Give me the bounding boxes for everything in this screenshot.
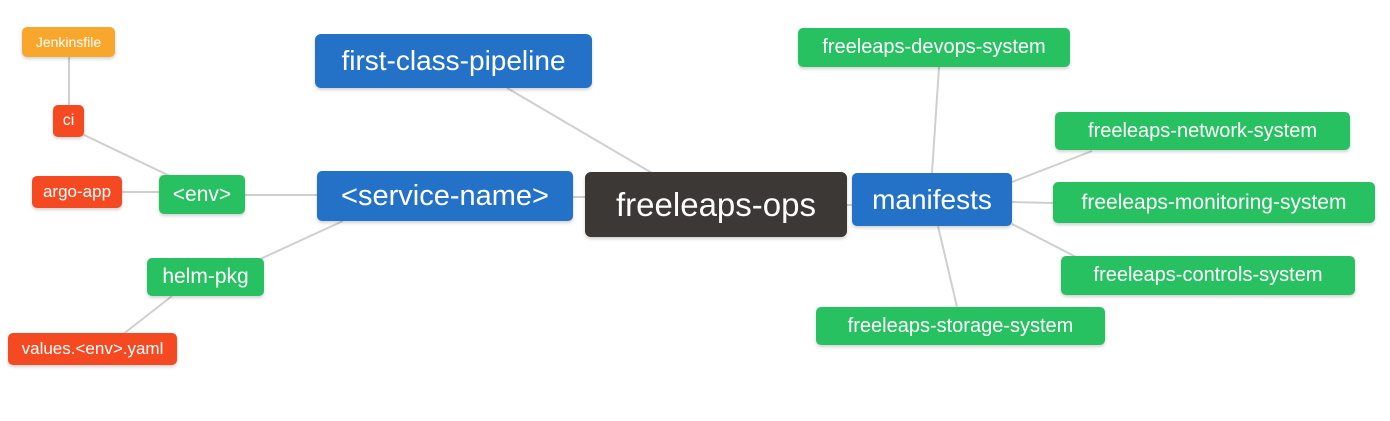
node-jenkinsfile[interactable]: Jenkinsfile [22,27,115,57]
node-argo-app[interactable]: argo-app [32,176,122,208]
node-freeleaps-network-system[interactable]: freeleaps-network-system [1055,112,1350,150]
node-freeleaps-storage-system[interactable]: freeleaps-storage-system [816,307,1105,345]
node-first-class-pipeline-label: first-class-pipeline [341,45,566,76]
node-freeleaps-ops-label: freeleaps-ops [616,185,816,223]
edge-pipeline-freeleaps-ops [506,87,653,174]
node-values-env-yaml[interactable]: values.<env>.yaml [8,333,177,365]
node-env-label: <env> [172,182,232,206]
node-service-name-label: <service-name> [341,179,549,212]
node-freeleaps-devops-system-label: freeleaps-devops-system [822,36,1046,58]
node-values-env-yaml-label: values.<env>.yaml [21,339,164,358]
node-freeleaps-monitoring-system-label: freeleaps-monitoring-system [1081,190,1347,214]
edge-manifests-devops [931,66,940,174]
edge-helm-pkg-values [121,295,173,336]
node-service-name[interactable]: <service-name> [317,171,573,221]
edge-manifests-controls [1011,223,1079,259]
node-helm-pkg-label: helm-pkg [162,265,249,288]
node-freeleaps-monitoring-system[interactable]: freeleaps-monitoring-system [1053,182,1375,223]
node-freeleaps-controls-system-label: freeleaps-controls-system [1093,264,1323,286]
node-freeleaps-controls-system[interactable]: freeleaps-controls-system [1061,256,1355,295]
node-ci[interactable]: ci [53,105,84,137]
node-argo-app-label: argo-app [42,182,112,201]
node-freeleaps-ops[interactable]: freeleaps-ops [585,172,847,237]
node-freeleaps-storage-system-label: freeleaps-storage-system [847,314,1074,337]
node-manifests-label: manifests [872,183,992,215]
edge-manifests-storage [937,225,958,308]
edge-service-name-helm-pkg [257,220,344,261]
edge-manifests-network [1011,150,1093,183]
node-manifests[interactable]: manifests [852,173,1012,226]
node-jenkinsfile-label: Jenkinsfile [35,34,102,50]
node-ci-label: ci [62,112,75,129]
node-helm-pkg[interactable]: helm-pkg [147,258,264,296]
node-freeleaps-devops-system[interactable]: freeleaps-devops-system [798,28,1070,67]
edge-manifests-monitoring [1011,201,1054,204]
edge-ci-env [81,133,173,178]
node-freeleaps-network-system-label: freeleaps-network-system [1088,119,1317,142]
node-first-class-pipeline[interactable]: first-class-pipeline [315,34,592,88]
node-env[interactable]: <env> [159,175,245,214]
